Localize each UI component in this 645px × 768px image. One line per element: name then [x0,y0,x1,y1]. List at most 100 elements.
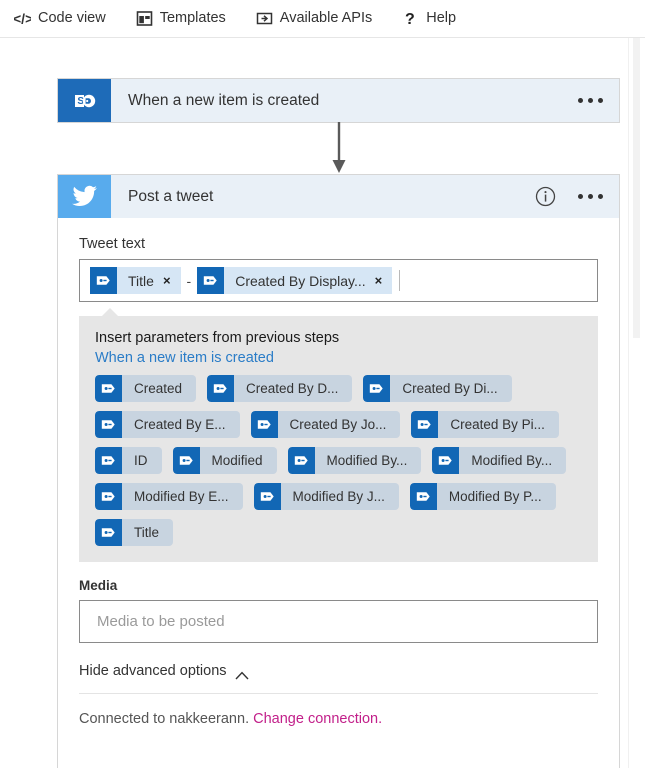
tweet-text-input[interactable]: Title × - Created By Display... × [79,259,598,302]
parameter-chip-label: Modified By... [326,453,408,468]
vertical-scrollbar[interactable] [628,38,645,768]
available-apis-icon [256,10,273,27]
advanced-options-label: Hide advanced options [79,663,227,679]
parameter-chip-label: Created [134,381,183,396]
parameter-token-icon [95,447,122,474]
trigger-card-header: S When a new item is created [58,79,619,122]
connection-status-text: Connected to nakkeerann. [79,711,250,727]
hide-advanced-options-toggle[interactable]: Hide advanced options [79,663,598,679]
parameter-chip[interactable]: Created By D... [207,375,353,402]
parameter-chip[interactable]: Created By E... [95,411,240,438]
parameter-token-icon [250,411,278,438]
parameter-token-icon [287,447,315,474]
toolbar-label-help: Help [426,10,457,27]
token-title[interactable]: Title × [90,267,181,294]
parameter-chip-label: Modified By... [471,453,553,468]
parameter-chip-label: Created By Pi... [450,417,545,432]
parameter-token-icon [432,447,460,474]
panel-notch [101,308,119,317]
toolbar-item-code-view[interactable]: </> Code view [14,10,106,27]
parameter-chip-label: Modified By P... [448,489,542,504]
action-card-actions [535,175,619,218]
media-placeholder: Media to be posted [97,613,225,630]
toolbar-item-templates[interactable]: Templates [136,10,226,27]
parameter-chip[interactable]: Title [95,519,174,546]
parameter-token-icon [95,483,122,510]
info-icon[interactable] [535,186,556,207]
scrollbar-thumb[interactable] [633,38,640,338]
toolbar-item-help[interactable]: ? Help [402,10,456,27]
parameter-chip-label: Modified By J... [292,489,385,504]
toolbar-item-available-apis[interactable]: Available APIs [256,10,372,27]
parameter-chip[interactable]: Created By Di... [363,375,512,402]
token-label: Created By Display... [235,272,366,289]
action-card-title: Post a tweet [128,187,214,205]
parameters-step-link[interactable]: When a new item is created [95,350,274,366]
action-card[interactable]: Post a tweet Tweet text [57,174,620,768]
parameter-token-icon [207,375,235,402]
trigger-card-actions [578,79,619,122]
parameter-chip[interactable]: Created [95,375,197,402]
parameter-chip[interactable]: Modified By E... [95,483,243,510]
media-label: Media [79,578,118,593]
parameter-chip[interactable]: Modified By P... [409,483,556,510]
parameter-token-icon [411,411,439,438]
arrow-down-icon [331,122,347,174]
toolbar-label-templates: Templates [159,10,226,27]
parameter-chip-label: Created By Jo... [289,417,387,432]
flow-canvas: S When a new item is created [0,38,645,768]
connection-status-row: Connected to nakkeerann. Change connecti… [79,694,598,727]
ellipsis-icon[interactable] [578,190,603,203]
text-cursor [399,270,401,291]
toolbar-label-available-apis: Available APIs [279,10,373,27]
parameter-token-icon [253,483,281,510]
token-remove-icon[interactable]: × [162,273,171,288]
parameter-chip[interactable]: Created By Pi... [411,411,559,438]
twitter-icon [58,175,111,218]
token-remove-icon[interactable]: × [374,273,383,288]
top-toolbar: </> Code view Templates Available APIs ?… [0,0,645,38]
insert-parameters-title: Insert parameters from previous steps [95,330,340,346]
parameter-chip-label: Created By Di... [402,381,498,396]
parameter-token-icon [95,519,122,546]
svg-text:</>: </> [14,11,31,27]
change-connection-link[interactable]: Change connection. [253,711,383,727]
ellipsis-icon[interactable] [578,94,603,107]
action-card-header: Post a tweet [58,175,619,218]
parameter-chip-list: Created Created By D... Created By Di... Cr… [95,375,582,546]
toolbar-label-code-view: Code view [38,10,106,27]
parameter-token-icon [409,483,437,510]
action-card-body: Tweet text Title × - [58,218,619,727]
parameter-chip-label: ID [134,453,148,468]
svg-text:?: ? [405,11,415,27]
media-field-group: Media Media to be posted [79,578,598,643]
parameter-chip-label: Modified By E... [134,489,229,504]
parameter-token-icon [95,375,122,402]
trigger-card[interactable]: S When a new item is created [57,78,620,123]
tweet-text-label: Tweet text [79,236,146,252]
parameter-token-icon [90,267,117,294]
parameter-chip[interactable]: ID [95,447,162,474]
token-created-by-display[interactable]: Created By Display... × [197,267,393,294]
token-separator: - [186,272,192,289]
insert-parameters-panel: Insert parameters from previous steps Wh… [79,308,598,562]
help-icon: ? [402,10,419,27]
parameter-token-icon [172,447,200,474]
parameter-chip[interactable]: Modified [172,447,277,474]
footer-divider [79,693,598,694]
chevron-up-icon [235,667,249,679]
media-input[interactable]: Media to be posted [79,600,598,643]
parameter-chip[interactable]: Created By Jo... [250,411,401,438]
parameter-chip[interactable]: Modified By... [287,447,422,474]
parameter-token-icon [95,411,122,438]
parameter-chip-label: Title [134,525,160,540]
code-icon: </> [14,10,31,27]
parameter-token-icon [197,267,225,294]
templates-icon [136,10,153,27]
parameter-token-icon [363,375,391,402]
trigger-card-title: When a new item is created [128,91,320,109]
parameter-chip[interactable]: Modified By... [432,447,567,474]
parameter-chip-label: Modified [211,453,263,468]
token-label: Title [128,272,154,289]
parameter-chip[interactable]: Modified By J... [253,483,399,510]
